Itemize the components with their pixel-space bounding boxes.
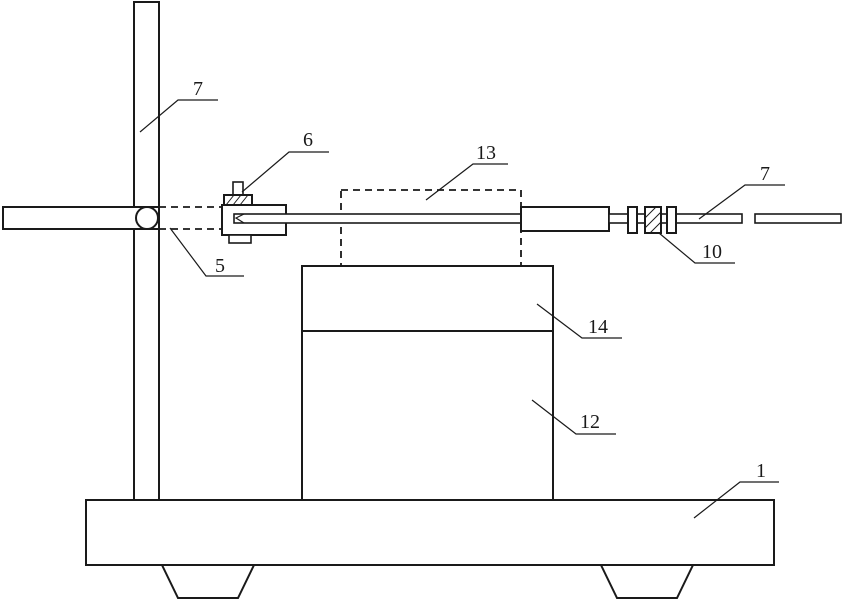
clamp-hatch-3: [239, 194, 249, 206]
leader-box: [425, 163, 508, 201]
rod-tip-mark: [234, 213, 245, 224]
right-foot: [599, 564, 695, 599]
clamp-hatch-1: [225, 194, 235, 206]
clamp-top-block: [223, 194, 253, 206]
label-joint: 5: [215, 255, 225, 277]
probe-rod: [233, 213, 540, 224]
leader-lower-block: [531, 399, 616, 435]
clamp-hatch-2: [232, 194, 242, 206]
clamp-screw: [232, 181, 244, 196]
leader-collar: [658, 232, 735, 264]
label-box: 13: [476, 142, 496, 164]
pivot-circle: [135, 206, 159, 230]
leader-clamp: [241, 151, 329, 193]
base-plate: [85, 499, 775, 566]
label-lower-block: 12: [580, 411, 600, 433]
collar-hatch-1: [644, 206, 657, 219]
label-clamp: 6: [303, 129, 313, 151]
rod-segment-end: [754, 213, 842, 224]
leader-rod-end: [698, 184, 785, 220]
collar-3: [666, 206, 677, 234]
leader-upper-block: [536, 303, 622, 339]
collar-hatch-2: [644, 211, 662, 229]
label-upper-block: 14: [588, 316, 608, 338]
leader-joint: [169, 227, 244, 277]
upper-block: [301, 265, 554, 332]
collar-hatch-3: [649, 221, 662, 234]
left-foot: [160, 564, 256, 599]
dashed-enclosure: [340, 189, 522, 267]
label-rod-end: 7: [760, 163, 770, 185]
leader-post: [139, 99, 218, 133]
label-base: 1: [756, 460, 766, 482]
vertical-post: [133, 1, 160, 501]
label-collar: 10: [702, 241, 722, 263]
clamp-bottom-nut: [228, 234, 252, 244]
collar-1: [627, 206, 638, 234]
lower-block: [301, 330, 554, 501]
label-post: 7: [193, 78, 203, 100]
leader-base: [693, 481, 779, 519]
rod-sleeve: [520, 206, 610, 232]
